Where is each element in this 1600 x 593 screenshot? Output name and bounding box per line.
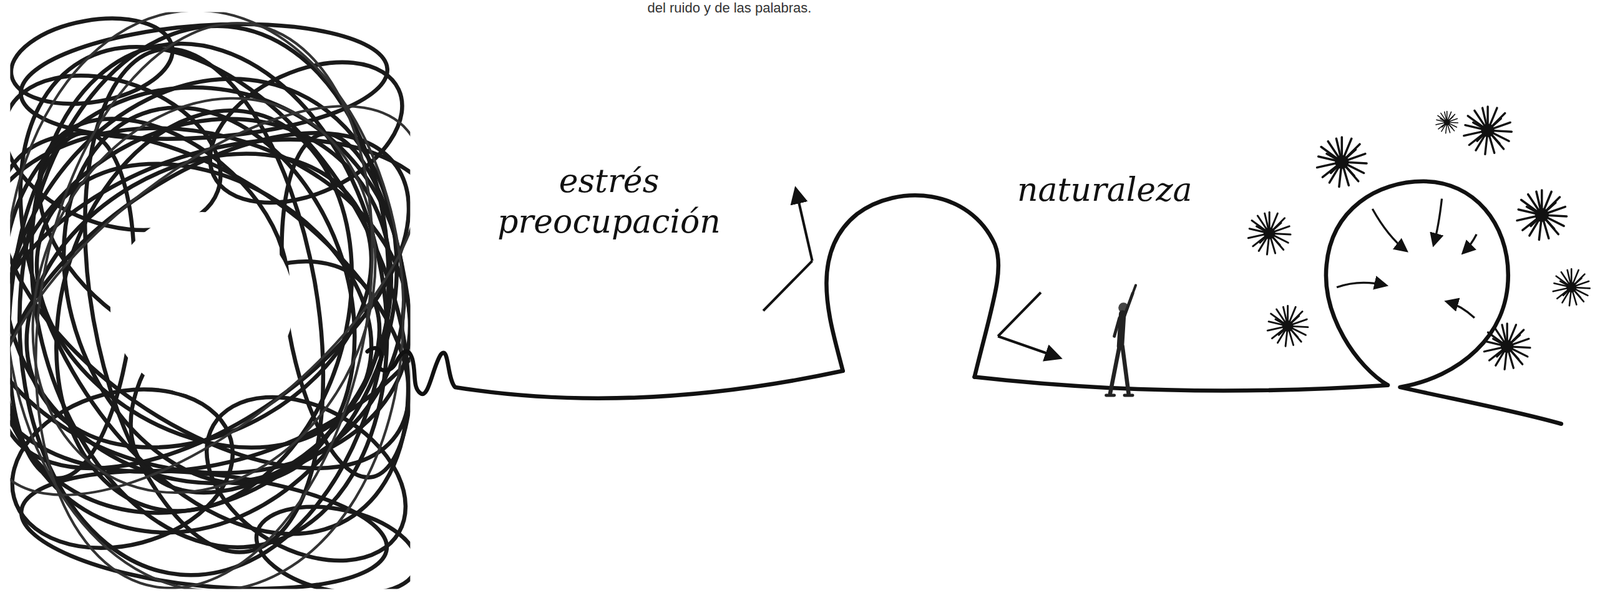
inward-arrow — [1336, 199, 1477, 319]
handwritten-label: estrés preocupación — [478, 160, 741, 243]
handwritten-label: naturaleza — [1017, 169, 1193, 211]
walking-person — [1106, 285, 1136, 396]
white-circle — [110, 212, 294, 396]
scribble — [9, 12, 410, 590]
plant-burst — [1248, 106, 1590, 370]
outward-arrow — [763, 189, 1059, 359]
caption-fragment: del ruido y de las palabras. — [647, 0, 812, 17]
